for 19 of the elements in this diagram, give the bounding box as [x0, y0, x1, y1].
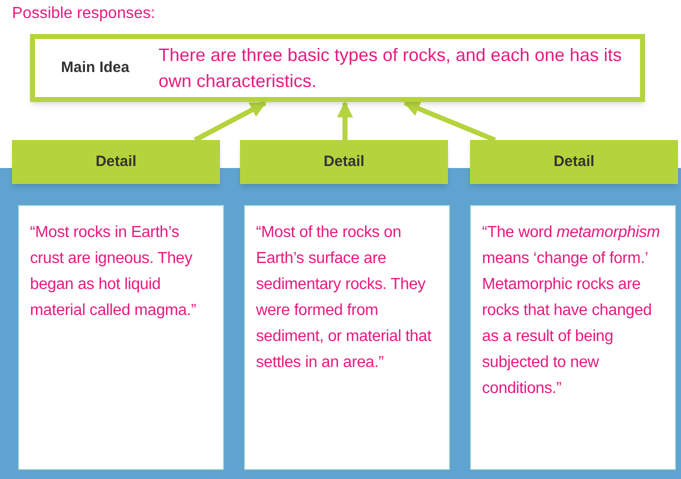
- main-idea-text: There are three basic types of rocks, and each one has its own characteristics.: [158, 44, 623, 93]
- arrow: [337, 101, 353, 140]
- main-idea-box: [30, 34, 645, 102]
- box-heading: Main Idea: [61, 58, 130, 78]
- arrow: [194, 100, 266, 142]
- detail-tab: [240, 140, 448, 184]
- tab-label: Detail: [96, 152, 136, 172]
- tab-label: Detail: [554, 152, 594, 172]
- detail-tab: [12, 140, 220, 184]
- quote-text: “The word metamorphism means ‘change of form.’ Metamorphic rocks are rocks that have changed as a result of being subjected to new conditions.”: [482, 223, 661, 399]
- quote-card: [244, 205, 450, 470]
- quote-card: [18, 205, 224, 470]
- quote-card: [470, 205, 676, 470]
- tab-label: Detail: [324, 152, 364, 172]
- heading: Possible responses:: [12, 4, 156, 24]
- arrow: [404, 100, 496, 142]
- detail-tab: [470, 140, 678, 184]
- quote-text: “Most rocks in Earth’s crust are igneous. They began as hot liquid material called magma.”: [30, 223, 198, 321]
- quote-text: “Most of the rocks on Earth’s surface are sedimentary rocks. They were formed from sediment, or material that settles in an area.”: [256, 223, 432, 373]
